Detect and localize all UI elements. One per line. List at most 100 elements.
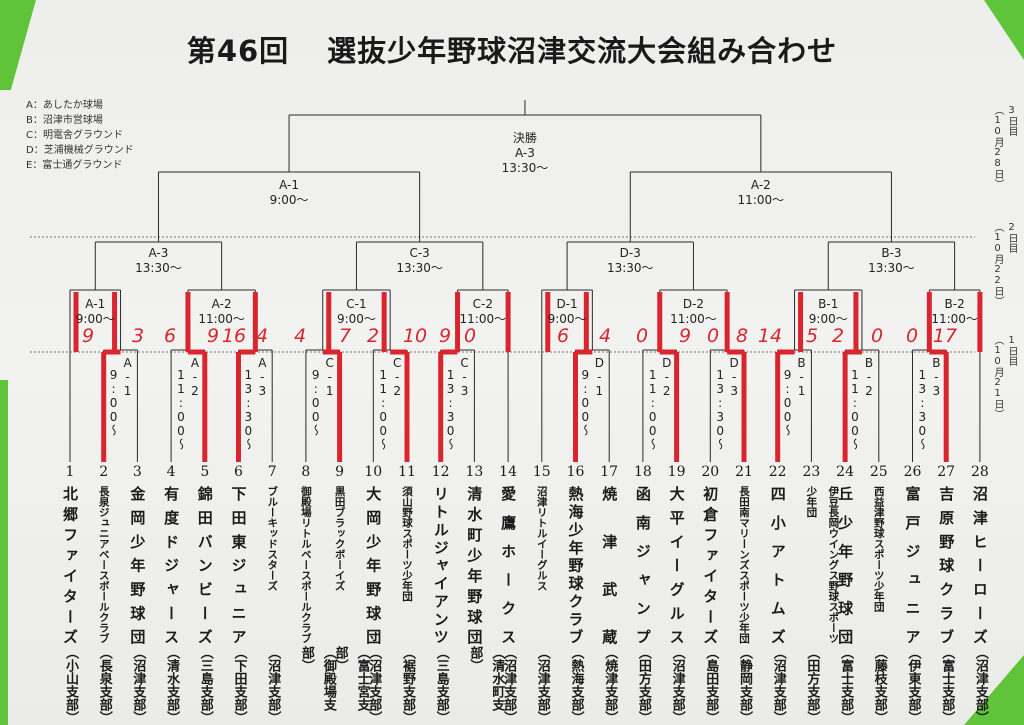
team-name: 伊豆長岡ウイングス野球スポーツ少年団	[805, 486, 840, 644]
team-branch: （沼津支部）	[366, 646, 382, 724]
match-code: B-1	[794, 356, 809, 398]
team-entry: 16 熱海少年野球クラブ （熱海支部）	[565, 464, 587, 724]
day-date: （10月22日）	[992, 222, 1003, 306]
day-label: 1日目	[1006, 335, 1017, 366]
match-code: B-2	[944, 297, 965, 311]
match-time: 9:00〜	[547, 312, 587, 326]
match-code: D-2	[659, 356, 674, 398]
page-title: 第46回選抜少年野球沼津交流大会組み合わせ	[0, 28, 1024, 70]
match-time: 9:00〜	[308, 368, 323, 436]
team-branch: （長泉支部）	[96, 646, 112, 724]
match-code: C-1	[346, 297, 367, 311]
match-time: 11:00〜	[645, 368, 660, 450]
match-code: C-3	[457, 356, 472, 398]
match-code: A-2	[211, 297, 232, 311]
team-number: 15	[532, 464, 551, 480]
match-code: B-3	[881, 246, 902, 260]
team-name: 御殿場リトルベースボールクラブ	[299, 486, 312, 644]
team-name: 長田南マリーンズスポーツ少年団	[738, 486, 750, 644]
team-number: 5	[200, 464, 210, 480]
match-code: C-1	[322, 356, 337, 398]
handwritten-score: 4	[255, 325, 269, 347]
team-branch: （小山支部）	[63, 646, 78, 724]
team-number: 4	[166, 464, 176, 480]
match-code: A-1	[279, 178, 300, 192]
team-number: 17	[600, 464, 619, 480]
team-name: 愛鷹ホークス	[499, 486, 518, 644]
match-code: A-3	[148, 246, 169, 260]
team-number: 9	[335, 464, 345, 480]
team-branch: （富士宮支部）	[332, 646, 370, 711]
team-name: 沼津リトルイーグルス	[535, 486, 548, 591]
team-branch: （熱海支部）	[568, 646, 584, 724]
team-name: 吉原野球クラブ	[937, 486, 956, 644]
match-code: C-2	[472, 297, 493, 311]
team-name: 熱海少年野球クラブ	[566, 486, 585, 644]
team-branch: （藤枝支部）	[871, 646, 887, 724]
team-name: 初倉ファイターズ	[701, 486, 720, 644]
day-label-3: 3日目（10月28日）	[990, 105, 1018, 189]
match-time: 9:00〜	[336, 312, 376, 326]
team-branch: （三島支部）	[197, 646, 213, 724]
match-time: 9:00〜	[808, 312, 848, 326]
handwritten-score: 2	[831, 325, 845, 347]
handwritten-score: 9	[81, 325, 95, 347]
final-name: 決勝	[512, 131, 537, 145]
match-code: B-3	[929, 356, 944, 398]
team-name: 清水町少年野球団	[465, 486, 484, 644]
match-code: D-3	[619, 246, 641, 260]
team-number: 20	[701, 464, 720, 480]
match-code: C-3	[409, 246, 430, 260]
team-name: 大岡少年野球団	[364, 486, 383, 644]
match-code: A-2	[750, 178, 771, 192]
team-number: 14	[499, 464, 517, 480]
legend-item: E：富士通グラウンド	[26, 160, 123, 171]
team-branch: （下田支部）	[231, 646, 247, 724]
match-time: 11:00〜	[173, 368, 188, 450]
team-branch: （富士支部）	[838, 646, 854, 724]
team-branch: （沼津支部）	[972, 646, 988, 724]
match-time: 13:30〜	[135, 261, 182, 275]
day-label-2: 2日目（10月22日）	[990, 222, 1018, 306]
day-date: （10月21日）	[992, 335, 1003, 419]
match-code: A-1	[85, 297, 106, 311]
team-branch: （田方支部）	[635, 646, 651, 724]
handwritten-score: 6	[163, 325, 177, 347]
team-number: 2	[99, 464, 109, 480]
title-main: 選抜少年野球沼津交流大会組み合わせ	[327, 34, 838, 68]
match-code: D-1	[556, 297, 578, 311]
handwritten-score: 14	[757, 325, 783, 347]
match-time: 11:00〜	[737, 193, 785, 207]
match-time: 13:30〜	[606, 261, 654, 275]
team-branch: （富士支部）	[939, 646, 955, 724]
handwritten-score: 4	[293, 325, 307, 347]
team-number: 23	[802, 464, 821, 480]
match-time: 11:00〜	[376, 368, 391, 450]
team-number: 16	[566, 464, 585, 480]
team-branch: （裾野支部）	[400, 646, 415, 724]
